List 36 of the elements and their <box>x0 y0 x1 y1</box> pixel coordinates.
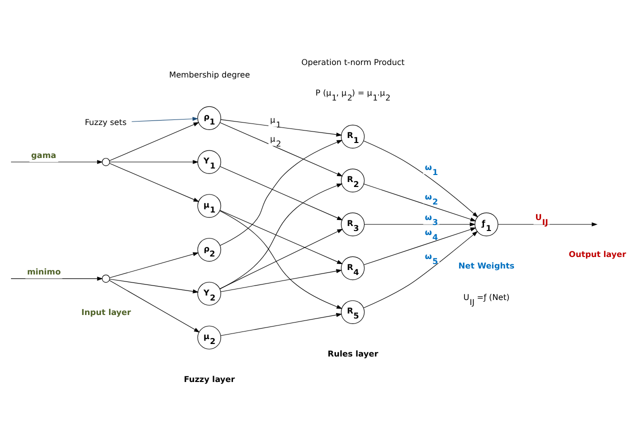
label: Output layer <box>568 249 626 260</box>
arrow <box>220 184 343 290</box>
arrow <box>219 210 342 309</box>
arrow <box>10 276 103 281</box>
label: Input layer <box>81 306 132 317</box>
label: Net Weights <box>458 260 514 271</box>
arrow <box>364 222 476 226</box>
arrow <box>220 140 343 246</box>
arrow <box>220 210 343 264</box>
arrow <box>363 231 478 308</box>
label: Membership degree <box>169 70 250 80</box>
arrow <box>109 163 200 202</box>
arrow <box>498 222 598 226</box>
arrow <box>220 166 343 220</box>
arrow <box>220 122 343 176</box>
arrow <box>109 278 199 294</box>
arrow <box>109 122 200 161</box>
edge-label: minimo <box>27 266 61 276</box>
node-circle <box>102 158 110 166</box>
node-circle <box>102 274 110 283</box>
label: Rules layer <box>328 348 378 358</box>
arrow <box>364 184 476 222</box>
arrow <box>109 252 199 278</box>
arrow <box>220 269 342 292</box>
arrow <box>10 160 103 164</box>
arrow <box>220 228 343 290</box>
arrow <box>109 280 200 332</box>
arrow <box>110 160 199 164</box>
label: Operation t-norm Product <box>301 56 405 67</box>
arrow <box>131 116 198 122</box>
arrow <box>220 119 342 137</box>
node-text: Fuzzy sets <box>84 116 127 127</box>
edge-label: gama <box>31 150 56 160</box>
label: Fuzzy layer <box>184 374 235 384</box>
arrow <box>220 312 342 336</box>
arrow <box>363 140 478 218</box>
